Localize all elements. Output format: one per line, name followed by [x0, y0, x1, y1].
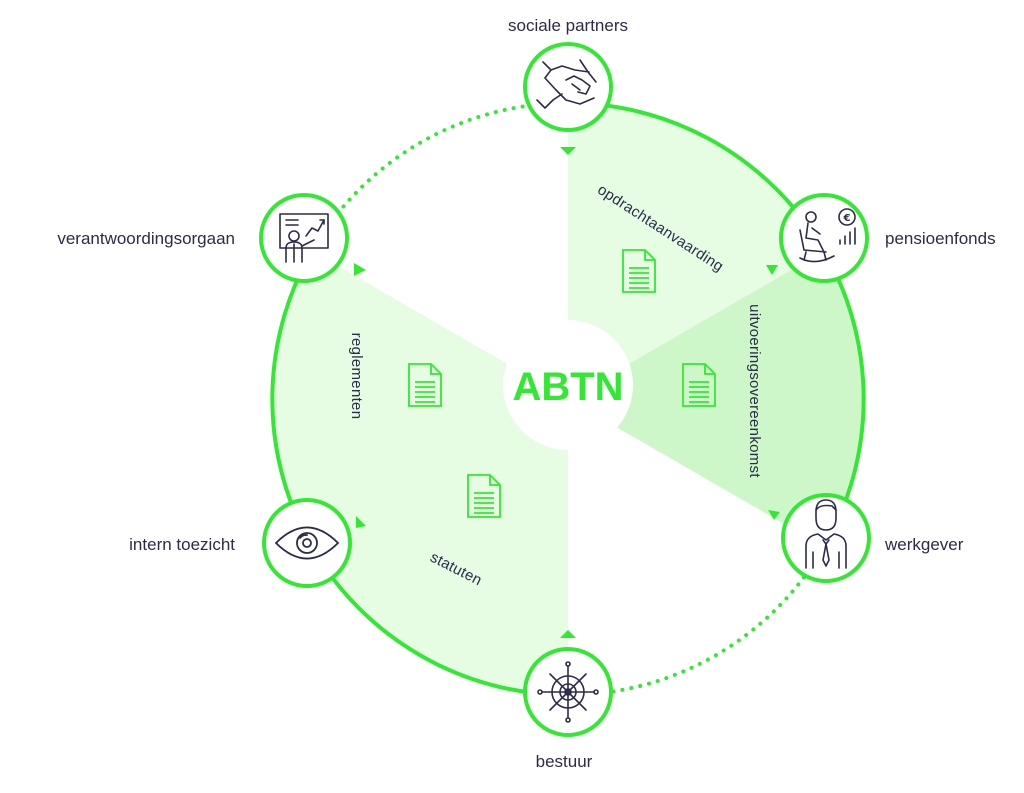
node-label-bestuur: bestuur — [536, 752, 593, 771]
rocking-chair-pension-icon: € — [799, 208, 856, 263]
businessman-icon — [805, 499, 847, 569]
presentation-icon — [279, 213, 329, 263]
arrow-marker — [768, 510, 780, 520]
node-intern-toezicht: intern toezicht — [129, 498, 352, 588]
arrow-marker — [354, 263, 366, 276]
cycle-arc-dotted-bottom-right — [566, 545, 826, 697]
node-pensioenfonds: € pensioenfonds — [779, 193, 996, 283]
arrow-marker — [356, 516, 366, 528]
arrow-marker — [560, 147, 576, 155]
sector-label-uitvoeringsovereenkomst: uitvoeringsovereenkomst — [746, 304, 763, 478]
node-label-sociale-partners: sociale partners — [508, 16, 628, 35]
document-icon — [408, 363, 442, 407]
arrow-marker — [766, 265, 778, 275]
node-bestuur: bestuur — [523, 647, 613, 771]
document-icon — [467, 474, 501, 518]
ship-wheel-icon — [537, 661, 599, 723]
node-werkgever: werkgever — [781, 493, 964, 583]
handshake-icon — [536, 59, 597, 109]
node-sociale-partners: sociale partners — [508, 16, 628, 132]
center-circle — [503, 320, 633, 450]
node-label-pensioenfonds: pensioenfonds — [885, 229, 996, 248]
cycle-arc-dotted-top-left — [310, 101, 570, 253]
document-icon — [622, 249, 656, 293]
sector-label-reglementen: reglementen — [348, 333, 365, 420]
sector-reglementen-statuten — [272, 251, 568, 695]
sector-opdrachtaanvaarding — [568, 103, 824, 399]
svg-text:€: € — [843, 213, 851, 224]
node-label-intern-toezicht: intern toezicht — [129, 535, 235, 554]
eye-icon — [274, 526, 340, 560]
arrow-marker — [560, 630, 576, 638]
node-label-werkgever: werkgever — [884, 535, 964, 554]
node-label-verantwoordingsorgaan: verantwoordingsorgaan — [57, 229, 235, 248]
document-icon — [682, 363, 716, 407]
node-verantwoordingsorgaan: verantwoordingsorgaan — [57, 193, 349, 283]
center-title: ABTN — [512, 365, 623, 409]
